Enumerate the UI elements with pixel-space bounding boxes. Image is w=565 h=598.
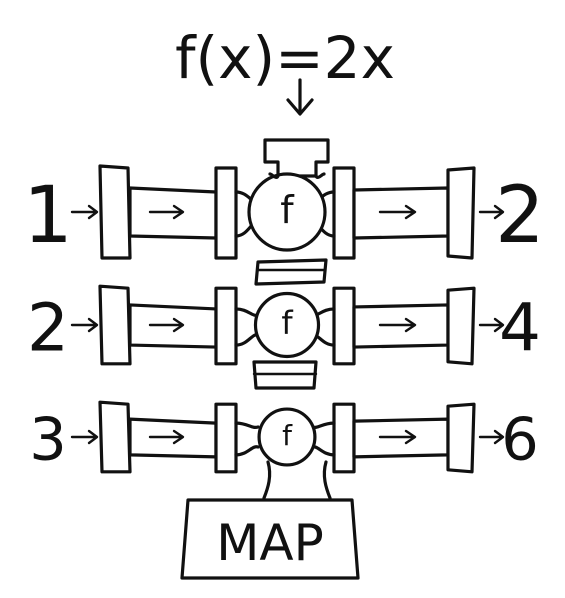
top-cap (263, 138, 330, 178)
machine-row: 1 2 f (23, 164, 545, 261)
flow-arrow (378, 317, 417, 333)
joint-flange (214, 402, 238, 474)
output-flange (446, 286, 476, 366)
output-flange (446, 166, 476, 260)
neck (234, 421, 260, 457)
flow-arrow (378, 204, 417, 220)
output-arrow (478, 317, 505, 333)
input-flange (98, 284, 132, 366)
map-label: MAP (216, 514, 324, 572)
map-box (180, 498, 360, 580)
input-arrow (70, 317, 99, 333)
output-value: 4 (499, 289, 541, 366)
output-value: 6 (501, 405, 539, 474)
function-symbol: f (280, 188, 295, 232)
function-ball (257, 407, 317, 467)
flow-arrow (148, 204, 185, 220)
joint-flange (214, 286, 238, 366)
function-ball (253, 291, 321, 359)
input-flange (98, 400, 132, 474)
input-arrow (70, 429, 99, 445)
output-flange (446, 402, 476, 474)
flow-arrow (148, 317, 185, 333)
function-ball (247, 172, 327, 252)
input-value: 2 (27, 289, 69, 366)
input-value: 3 (29, 405, 67, 474)
output-arrow (478, 204, 505, 220)
function-symbol: f (282, 419, 293, 452)
joint-flange (332, 166, 356, 260)
input-value: 1 (23, 171, 73, 261)
machine-row: 2 4 f (27, 284, 541, 366)
formula-arrow (286, 78, 314, 116)
joint-flange (332, 402, 356, 474)
flow-arrow (148, 429, 185, 445)
machine-row: 3 6 f (29, 400, 539, 474)
top-neck (268, 172, 326, 179)
input-arrow (70, 204, 99, 220)
coupling (254, 258, 328, 286)
formula-title: f(x)=2x (175, 24, 395, 92)
flow-arrow (378, 429, 417, 445)
map-connector (262, 460, 332, 500)
joint-flange (332, 286, 356, 366)
joint-flange (214, 166, 238, 260)
output-arrow (478, 429, 505, 445)
output-value: 2 (495, 171, 545, 261)
function-symbol: f (281, 304, 293, 342)
input-flange (98, 164, 132, 260)
